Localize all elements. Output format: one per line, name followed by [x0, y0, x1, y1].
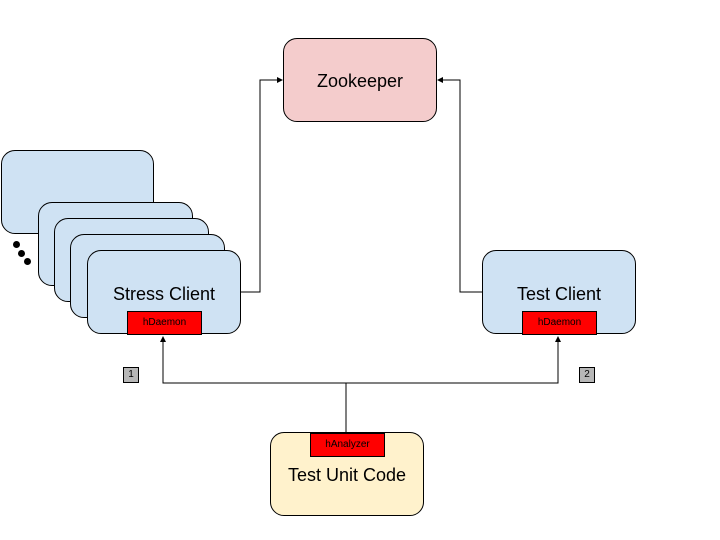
test-client-node: Test Client hDaemon [482, 250, 636, 335]
stress-client-node: Stress Client hDaemon [87, 250, 241, 335]
zookeeper-label: Zookeeper [316, 71, 404, 91]
test-unit-analyzer-tag: hAnalyzer [310, 433, 385, 457]
step-badge-1: 1 [123, 367, 139, 383]
step-badge-2: 2 [579, 367, 595, 383]
test-client-daemon-tag: hDaemon [522, 311, 597, 335]
test-unit-code-label: Test Unit Code [287, 465, 407, 485]
ellipsis-dot [18, 250, 25, 257]
ellipsis-dot [24, 258, 31, 265]
stress-client-daemon-tag: hDaemon [127, 311, 202, 335]
zookeeper-node: Zookeeper [283, 38, 437, 122]
stress-client-label: Stress Client [112, 284, 216, 304]
test-unit-to-test-daemon-arrow [346, 336, 561, 384]
test-unit-to-stress-daemon-arrow [160, 336, 346, 384]
test-unit-code-node: hAnalyzer Test Unit Code [270, 432, 424, 516]
test-client-to-zookeeper-arrow [437, 77, 483, 293]
test-client-label: Test Client [516, 284, 602, 304]
ellipsis-dot [13, 241, 20, 248]
stress-to-zookeeper-arrow [241, 77, 283, 293]
